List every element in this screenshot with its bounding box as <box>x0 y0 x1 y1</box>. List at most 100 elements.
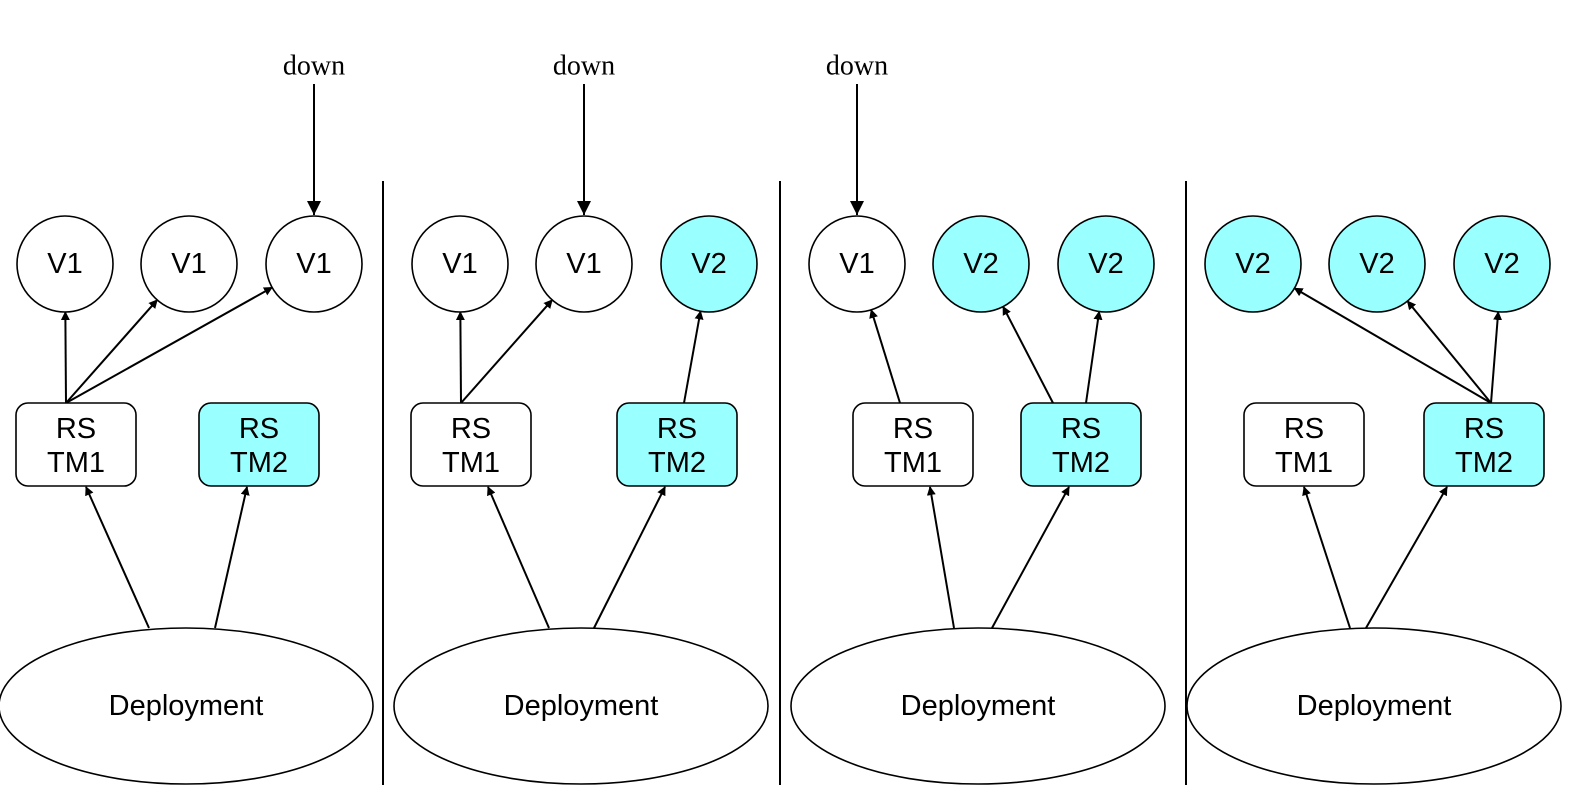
pod-label: V1 <box>839 248 874 280</box>
pod-label: V1 <box>296 248 331 280</box>
replicaset-label-line1: RS <box>239 413 279 445</box>
replicaset-label-line2: TM2 <box>1052 447 1110 479</box>
pod-label: V1 <box>442 248 477 280</box>
pod-3: V2 <box>660 215 758 313</box>
pod-2: V2 <box>1328 215 1426 313</box>
replicaset-box <box>852 402 974 487</box>
replicaset-box <box>1243 402 1365 487</box>
replicaset-label-line2: TM2 <box>1455 447 1513 479</box>
pod-circle <box>932 215 1030 313</box>
replicaset-label-line2: TM1 <box>47 447 105 479</box>
rs-to-pod-arrow <box>460 299 553 404</box>
pod-2: V1 <box>535 215 633 313</box>
down-label: down <box>553 51 615 82</box>
deployment-to-rs-tm2-arrow <box>991 486 1070 629</box>
pod-circle <box>1204 215 1302 313</box>
deployment-node: Deployment <box>0 627 374 785</box>
deployment-node: Deployment <box>1186 627 1562 785</box>
pod-3: V1 <box>265 215 363 313</box>
pod-circle <box>1453 215 1551 313</box>
pod-label: V1 <box>171 248 206 280</box>
replicaset-label-line1: RS <box>1284 413 1324 445</box>
rs-to-pod-arrow <box>65 299 158 404</box>
deployment-to-rs-tm2-arrow <box>593 486 666 629</box>
deployment-to-rs-tm1-arrow <box>85 486 150 629</box>
deployment-ellipse <box>393 627 769 785</box>
pod-3: V2 <box>1057 215 1155 313</box>
pod-1: V2 <box>1204 215 1302 313</box>
rs-to-pod-arrow <box>60 311 70 404</box>
deployment-label: Deployment <box>504 690 659 722</box>
pod-circle <box>808 215 906 313</box>
rs-to-pod-arrow <box>683 310 704 404</box>
down-label: down <box>283 51 345 82</box>
replicaset-label-line1: RS <box>451 413 491 445</box>
rs-to-pod-arrow <box>1085 310 1103 404</box>
replicaset-box <box>410 402 532 487</box>
deployment-to-rs-tm1-arrow <box>1302 486 1351 629</box>
replicaset-label-line1: RS <box>657 413 697 445</box>
deployment-node: Deployment <box>393 627 769 785</box>
replicaset-label-line2: TM1 <box>442 447 500 479</box>
pod-label: V2 <box>1235 248 1270 280</box>
pod-3: V2 <box>1453 215 1551 313</box>
pod-label: V2 <box>1484 248 1519 280</box>
replicaset-label-line2: TM1 <box>1275 447 1333 479</box>
pod-label: V2 <box>1088 248 1123 280</box>
replicaset-box <box>616 402 738 487</box>
down-label: down <box>826 51 888 82</box>
rs-to-pod-arrow <box>1293 287 1492 404</box>
deployment-to-rs-tm1-arrow <box>926 486 955 629</box>
pod-1: V1 <box>808 215 906 313</box>
deployment-label: Deployment <box>1297 690 1452 722</box>
pod-label: V2 <box>691 248 726 280</box>
rs-to-pod-arrow <box>869 308 901 404</box>
replicaset-label-line1: RS <box>1061 413 1101 445</box>
pod-label: V1 <box>47 248 82 280</box>
pod-circle <box>535 215 633 313</box>
rs-to-pod-arrow <box>1002 305 1054 404</box>
pod-2: V1 <box>140 215 238 313</box>
replicaset-label-line2: TM2 <box>230 447 288 479</box>
deployment-ellipse <box>1186 627 1562 785</box>
pod-1: V1 <box>411 215 509 313</box>
rs-to-pod-arrow <box>1490 310 1503 404</box>
deployment-ellipse <box>0 627 374 785</box>
pod-label: V2 <box>963 248 998 280</box>
deployment-to-rs-tm1-arrow <box>487 486 550 629</box>
pod-circle <box>1328 215 1426 313</box>
rs-to-pod-arrow <box>1406 300 1492 404</box>
replicaset-box <box>1020 402 1142 487</box>
pod-circle <box>265 215 363 313</box>
replicaset-label-line2: TM2 <box>648 447 706 479</box>
deployment-to-rs-tm2-arrow <box>1365 486 1448 629</box>
replicaset-label-line1: RS <box>893 413 933 445</box>
replicaset-label-line1: RS <box>1464 413 1504 445</box>
pod-circle <box>411 215 509 313</box>
replicaset-box <box>1423 402 1545 487</box>
pod-2: V2 <box>932 215 1030 313</box>
replicaset-box <box>198 402 320 487</box>
rs-to-pod-arrow <box>65 286 273 404</box>
pod-label: V1 <box>566 248 601 280</box>
deployment-to-rs-tm2-arrow <box>214 486 250 629</box>
deployment-label: Deployment <box>901 690 1056 722</box>
deployment-node: Deployment <box>790 627 1166 785</box>
rs-to-pod-arrow <box>455 311 465 404</box>
pod-circle <box>1057 215 1155 313</box>
replicaset-label-line2: TM1 <box>884 447 942 479</box>
pod-circle <box>140 215 238 313</box>
pod-circle <box>16 215 114 313</box>
